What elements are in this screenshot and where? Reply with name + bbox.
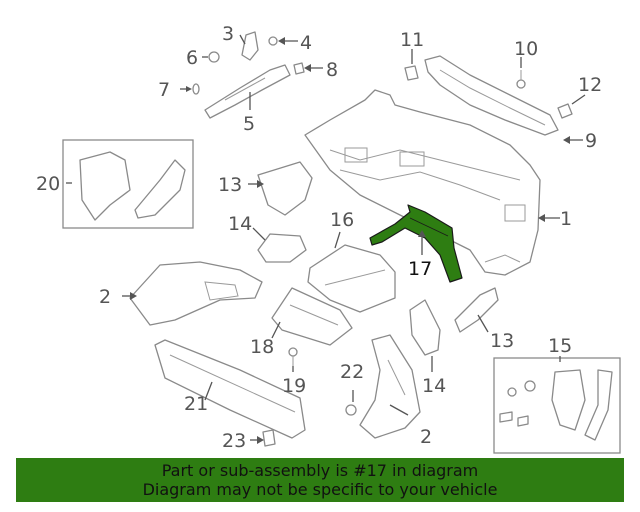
callout-13-upper: 13 (218, 174, 242, 196)
callout-3: 3 (222, 23, 234, 45)
part-15-mudflap-box (493, 357, 621, 454)
part-2-right-lower-cover (359, 334, 421, 439)
part-6-nut (208, 51, 220, 63)
callout-10: 10 (514, 38, 538, 60)
callout-2-right: 2 (420, 426, 432, 448)
part-11-clip (404, 65, 419, 81)
callout-4: 4 (300, 32, 312, 54)
callout-15: 15 (548, 335, 572, 357)
part-16-lower-shield (307, 244, 396, 313)
part-4-screw (268, 36, 278, 46)
part-3-bracket (241, 31, 259, 61)
callout-16: 16 (330, 209, 354, 231)
part-18-undertray (271, 287, 353, 346)
banner-line-2: Diagram may not be specific to your vehi… (142, 480, 498, 499)
part-22-bolt (345, 404, 357, 416)
callout-7: 7 (158, 79, 170, 101)
part-13-upper-bracket (257, 161, 313, 216)
part-14-left-reflector (257, 233, 307, 263)
part-12-clip (557, 103, 573, 119)
callout-1: 1 (560, 208, 572, 230)
callout-22: 22 (340, 361, 364, 383)
callout-9: 9 (585, 130, 597, 152)
part-5-side-bracket (204, 64, 291, 119)
part-23-clip (262, 429, 276, 447)
callout-21: 21 (184, 393, 208, 415)
callout-2-left: 2 (99, 286, 111, 308)
callout-13-lower: 13 (490, 330, 514, 352)
callout-14-left: 14 (228, 213, 252, 235)
callout-20: 20 (36, 173, 60, 195)
callout-6: 6 (186, 47, 198, 69)
part-20-inset-box (62, 139, 194, 229)
callout-18: 18 (250, 336, 274, 358)
callout-11: 11 (400, 29, 424, 51)
callout-19: 19 (282, 375, 306, 397)
part-10-bolt (516, 70, 526, 89)
callout-12: 12 (578, 74, 602, 96)
part-17-highlighted-bracket (369, 204, 463, 283)
callout-17: 17 (408, 258, 432, 280)
part-2-left-lower-cover (129, 261, 263, 326)
part-9-upper-reinforcement (424, 55, 559, 136)
callout-8: 8 (326, 59, 338, 81)
part-13-lower-bracket (454, 287, 499, 333)
part-21-impact-bar (154, 339, 306, 439)
callout-23: 23 (222, 430, 246, 452)
part-8-clip (293, 62, 305, 75)
notice-banner: Part or sub-assembly is #17 in diagram D… (16, 458, 624, 502)
banner-line-1: Part or sub-assembly is #17 in diagram (161, 461, 479, 480)
part-19-screw (288, 347, 298, 366)
parts-diagram: 1 2 2 3 4 5 6 7 8 9 10 11 12 13 13 14 14… (36, 23, 621, 454)
leader-lines (66, 34, 586, 444)
part-14-right-reflector (409, 299, 441, 356)
callout-14-right: 14 (422, 375, 446, 397)
part-7-clip (192, 83, 200, 95)
callout-5: 5 (243, 113, 255, 135)
